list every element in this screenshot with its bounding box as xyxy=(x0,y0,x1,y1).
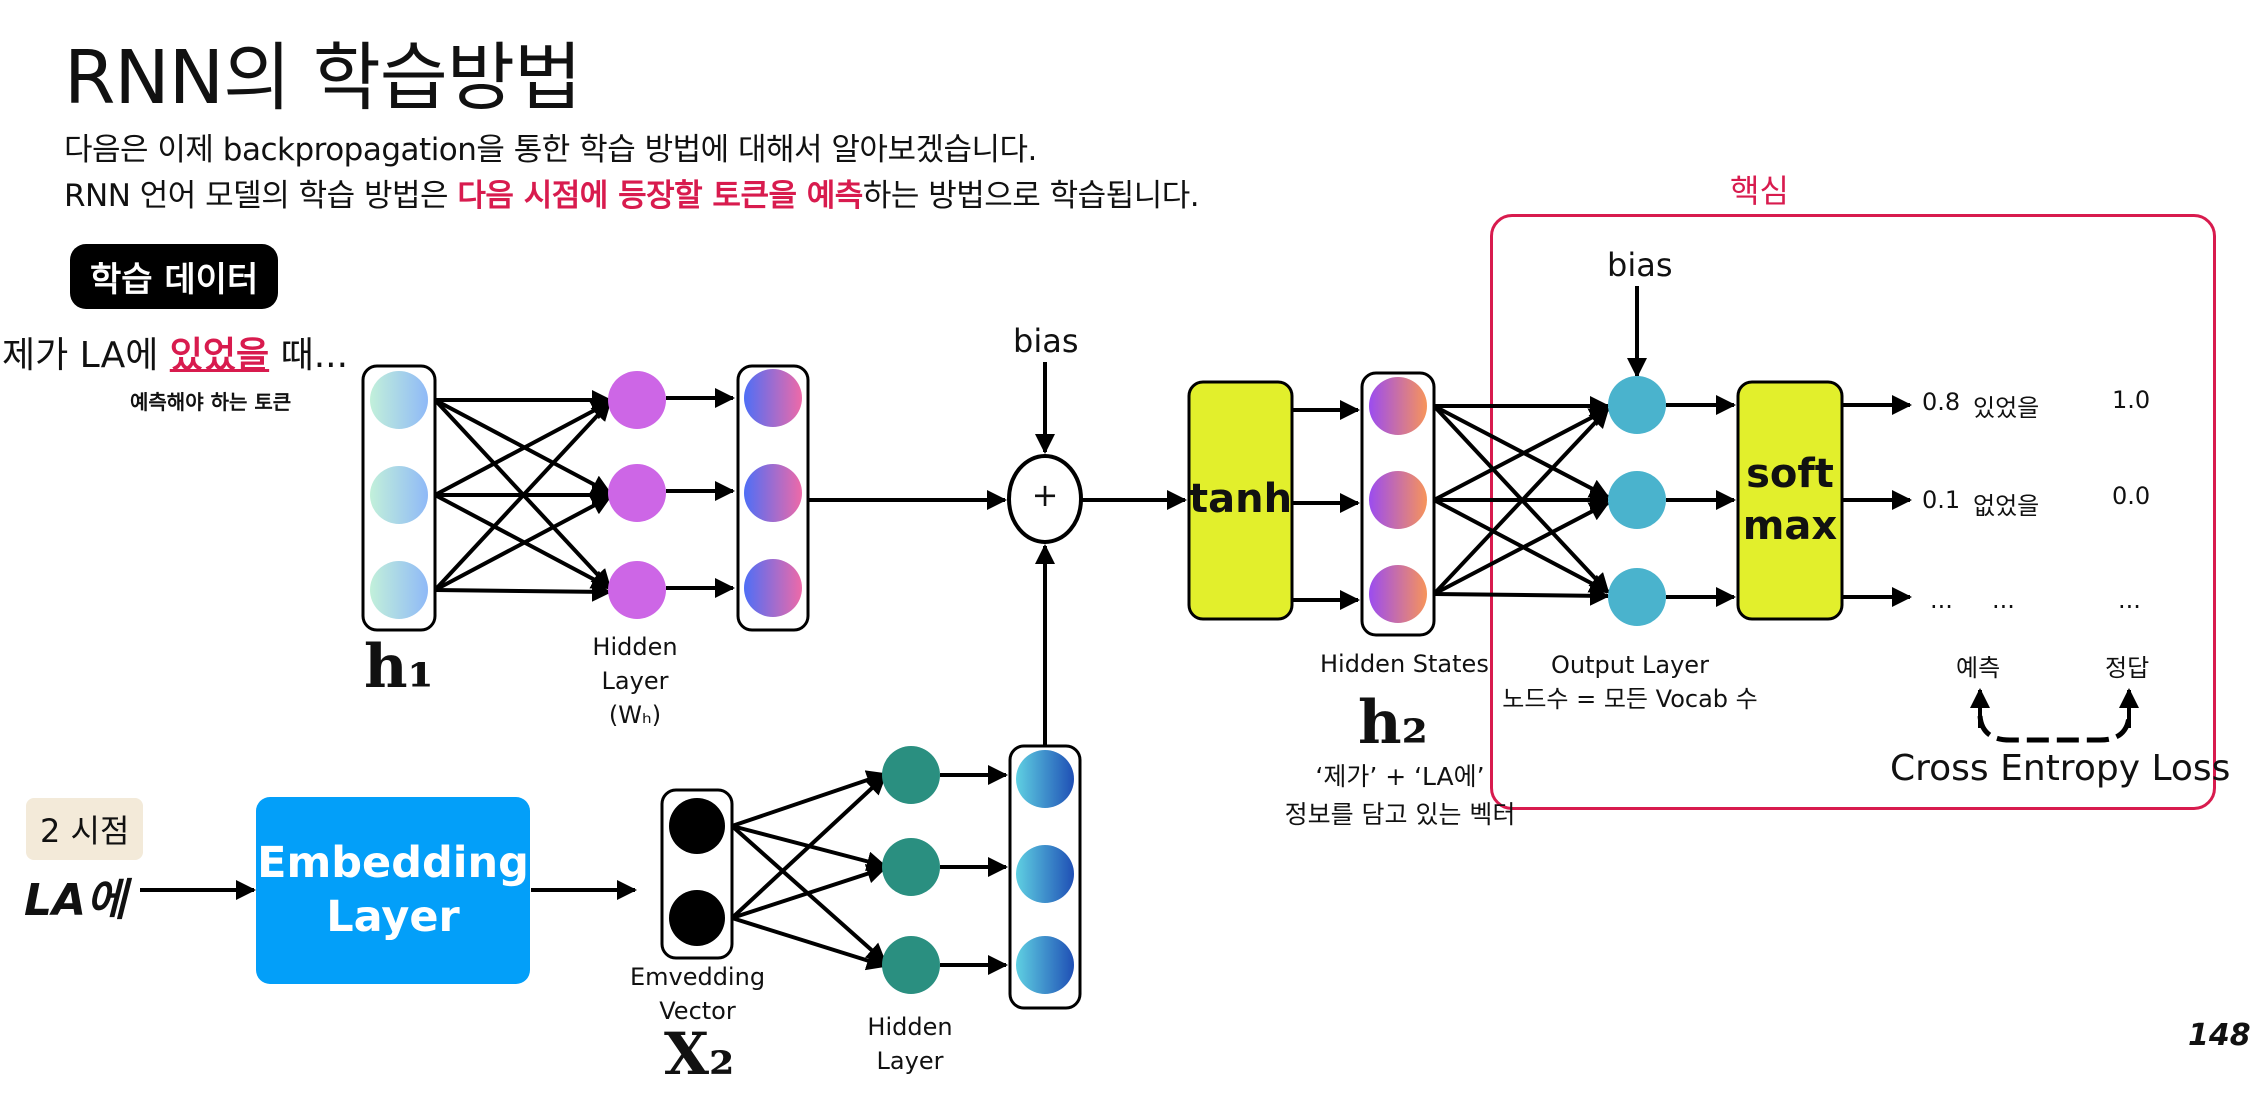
sentence-text: 때... xyxy=(269,335,349,376)
input-hidden-node xyxy=(882,838,940,896)
label-line: (Wₕ) xyxy=(608,701,662,729)
hidden-node xyxy=(608,371,666,429)
output-node xyxy=(1608,568,1666,626)
description-line-2: RNN 언어 모델의 학습 방법은 다음 시점에 등장할 토큰을 예측하는 방법… xyxy=(64,170,1200,215)
wx-x2-node xyxy=(1016,845,1074,903)
input-hidden-layer-label: Hidden Layer xyxy=(860,1010,960,1078)
wh-h1-node xyxy=(744,369,802,427)
label-line: Emvedding xyxy=(629,963,766,991)
answer-value: ... xyxy=(2118,586,2141,614)
embedding-weights xyxy=(730,770,887,971)
label-line: Vector xyxy=(659,997,736,1025)
wh-h1-node xyxy=(744,464,802,522)
h1-label: h₁ xyxy=(364,632,434,702)
description-text: 하는 방법으로 학습됩니다. xyxy=(862,178,1200,214)
output-prob: 0.1 xyxy=(1922,486,1961,514)
output-bias-label: bias xyxy=(1607,246,1673,284)
wx-x2-vector-box xyxy=(1008,744,1082,1010)
hidden-to-output-arrows xyxy=(666,388,735,598)
core-label: 핵심 xyxy=(1730,172,1789,210)
h2-output-weights xyxy=(1432,396,1610,606)
label-line: Layer xyxy=(326,891,460,942)
sentence-text: 제가 LA에 xyxy=(2,335,170,376)
description-line-1: 다음은 이제 backpropagation을 통한 학습 방법에 대해서 알아… xyxy=(64,132,1037,168)
h1-vector-box xyxy=(361,364,437,632)
description-text: RNN 언어 모델의 학습 방법은 xyxy=(64,178,458,214)
label-line: Output Layer xyxy=(1551,651,1709,679)
cross-entropy-loss-label: Cross Entropy Loss xyxy=(1890,748,2231,789)
embedding-layer-box: Embedding Layer xyxy=(256,797,530,984)
label-line: Hidden xyxy=(867,1013,953,1041)
wh-h1-node xyxy=(744,559,802,617)
h2-node xyxy=(1369,471,1427,529)
output-token: 없었을 xyxy=(1973,492,2040,520)
label-line: 정보를 담고 있는 벡터 xyxy=(1284,800,1516,829)
wx-x2-node xyxy=(1016,750,1074,808)
softmax-label: soft max xyxy=(1738,448,1842,552)
hidden-layer-label: Hidden Layer (Wₕ) xyxy=(580,630,690,732)
hidden-states-label: Hidden States xyxy=(1320,650,1489,678)
label-line: Embedding xyxy=(257,837,529,888)
input-hidden-node xyxy=(882,936,940,994)
input-token: LA에 xyxy=(24,875,127,926)
answer-label: 정답 xyxy=(2105,654,2150,682)
predict-token-note: 예측해야 하는 토큰 xyxy=(130,390,292,414)
description-highlight: 다음 시점에 등장할 토큰을 예측 xyxy=(457,178,863,214)
time-step-badge: 2 시점 xyxy=(26,798,144,860)
answer-value: 0.0 xyxy=(2112,482,2151,510)
loss-connector xyxy=(1977,715,2132,743)
hidden-node xyxy=(608,561,666,619)
page-number: 148 xyxy=(2188,1018,2251,1053)
wx-x2-node xyxy=(1016,936,1074,994)
h2-label: h₂ xyxy=(1358,688,1428,758)
input-hidden-node xyxy=(882,746,940,804)
output-prob: 0.8 xyxy=(1922,388,1961,416)
label-line: ‘제가’ + ‘LA에’ xyxy=(1315,762,1485,791)
embedding-node xyxy=(669,890,725,946)
plus-sign: + xyxy=(1031,476,1059,514)
page-title: RNN의 학습방법 xyxy=(64,35,582,121)
h1-node xyxy=(370,561,428,619)
output-node xyxy=(1608,471,1666,529)
bias-label: bias xyxy=(1013,322,1079,360)
x2-label: X₂ xyxy=(664,1020,735,1088)
training-data-badge: 학습 데이터 xyxy=(70,244,279,309)
core-highlight-box xyxy=(1490,214,2216,810)
label-line: soft xyxy=(1746,451,1834,497)
output-node xyxy=(1608,376,1666,434)
output-layer-label: Output Layer 노드수 = 모든 Vocab 수 xyxy=(1500,648,1760,716)
hidden-node xyxy=(608,464,666,522)
h2-vector-box xyxy=(1360,371,1436,637)
label-line: Layer xyxy=(601,667,669,695)
h2-description: ‘제가’ + ‘LA에’ 정보를 담고 있는 벡터 xyxy=(1270,758,1530,834)
training-sentence: 제가 LA에 있었을 때... xyxy=(2,326,348,378)
h2-node xyxy=(1369,565,1427,623)
tanh-label: tanh xyxy=(1189,476,1293,522)
label-line: 노드수 = 모든 Vocab 수 xyxy=(1502,685,1758,713)
embedding-node xyxy=(669,798,725,854)
target-token: 있었을 xyxy=(169,335,270,376)
tanh-box xyxy=(1187,380,1294,621)
label-line: max xyxy=(1742,503,1838,549)
plus-node xyxy=(1007,454,1083,544)
h1-node xyxy=(370,371,428,429)
embedding-vector-label: Emvedding Vector xyxy=(620,960,775,1028)
answer-value: 1.0 xyxy=(2112,386,2151,414)
output-token: 있었을 xyxy=(1973,394,2040,422)
label-line: Hidden xyxy=(592,633,678,661)
h2-node xyxy=(1369,377,1427,435)
predict-label: 예측 xyxy=(1956,654,2001,682)
output-prob: ... xyxy=(1930,586,1953,614)
output-token: ... xyxy=(1992,586,2015,614)
h1-node xyxy=(370,466,428,524)
h1-weights xyxy=(433,390,612,602)
embedding-vector-box xyxy=(660,788,734,960)
label-line: Layer xyxy=(876,1047,944,1075)
